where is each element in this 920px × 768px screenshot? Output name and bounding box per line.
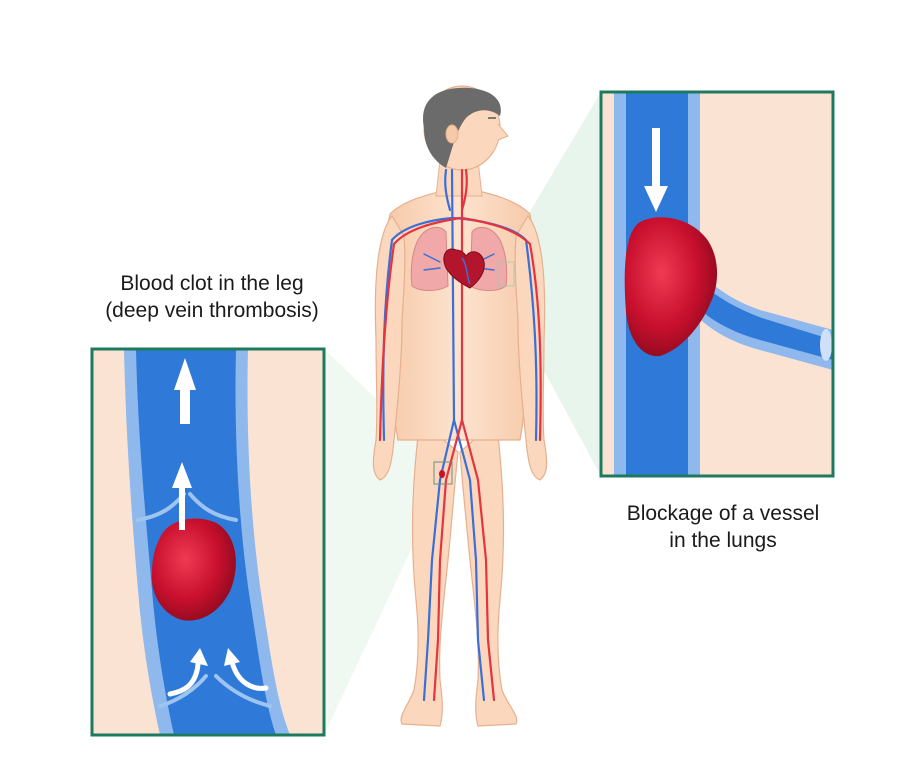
clot-location-marker [433,461,453,485]
blood-clot-leg [151,518,236,621]
inset-lungs [599,90,835,478]
inset-dvt [90,347,326,737]
flow-arrow-icon [644,128,668,212]
caption-leg-line2: (deep vein thrombosis) [105,299,319,322]
caption-lungs-line1: Blockage of a vessel [626,502,820,525]
caption-lungs-line2: in the lungs [669,529,777,552]
caption-leg-line1: Blood clot in the leg [120,272,304,295]
lung-location-marker [497,261,515,287]
zoom-cone-lungs [500,92,601,476]
ear [445,124,459,144]
return-flow-arrow-icon [167,659,269,697]
nose [497,123,509,141]
blood-clot-lungs [624,217,718,357]
left-lung [410,226,449,291]
right-leg [459,418,518,727]
torso [384,189,535,441]
inset-lungs-frame [599,90,835,478]
arteries [378,168,542,702]
caption-blood-clot-leg: Blood clot in the leg (deep vein thrombo… [96,270,328,324]
flow-arrow-icon [172,462,192,530]
human-figure [372,85,548,727]
inset-dvt-frame [90,347,326,737]
caption-vessel-blockage-lungs: Blockage of a vessel in the lungs [578,500,868,554]
vein-valve-lower [158,674,272,708]
zoom-cone-leg [324,349,442,735]
heart-icon [443,248,485,289]
flow-arrow-icon [174,358,196,424]
hair [423,87,501,168]
right-arm [514,214,548,481]
pulmonary-branch-lumen [688,272,833,360]
